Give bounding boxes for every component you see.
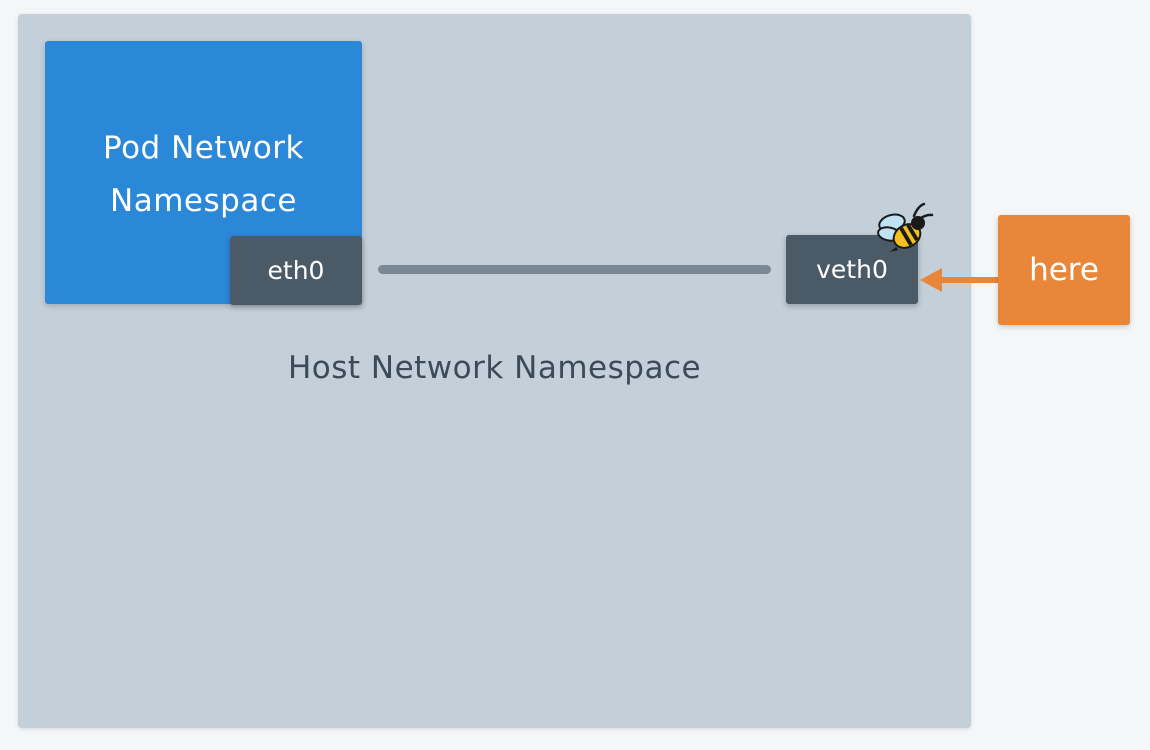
veth0-label: veth0 [816, 255, 888, 284]
bee-icon [877, 202, 934, 252]
arrow-left-icon [920, 268, 998, 292]
veth0-interface: veth0 [786, 235, 918, 304]
pod-namespace-label-line1: Pod Network [102, 130, 305, 166]
pod-namespace-label-line2: Namespace [110, 183, 297, 219]
host-namespace-label: Host Network Namespace [287, 350, 702, 386]
veth-link-line [378, 265, 771, 274]
here-label: here [1029, 252, 1099, 288]
pod-namespace-label: Pod Network Namespace [45, 122, 362, 228]
eth0-label: eth0 [267, 256, 325, 285]
eth0-interface: eth0 [230, 236, 362, 305]
here-callout: here [998, 215, 1130, 325]
